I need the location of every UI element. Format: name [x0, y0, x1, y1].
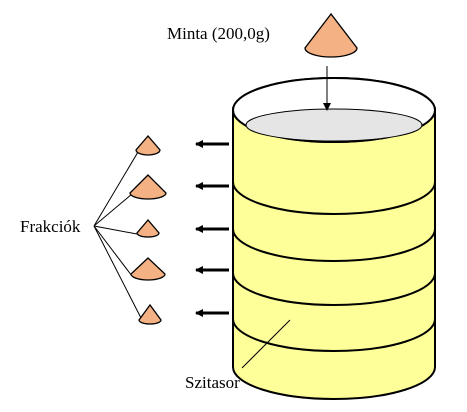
sieve-stack — [232, 77, 436, 400]
fraction-pile-icon — [136, 218, 160, 238]
sample-pile-icon — [304, 12, 358, 58]
fractions-label: Frakciók — [20, 217, 81, 236]
fraction-arrows — [195, 140, 229, 317]
sample-label: Minta (200,0g) — [167, 24, 270, 43]
fraction-leader-lines — [93, 151, 142, 319]
fraction-piles — [129, 135, 167, 325]
sieve-tier-line — [232, 228, 436, 262]
sieve-tier-line — [232, 318, 436, 352]
sieve-top-opening — [245, 108, 423, 142]
sieve-stack-label: Szitasor — [185, 373, 240, 392]
fraction-pile-icon — [129, 174, 167, 200]
sieve-tier-line — [232, 181, 436, 215]
sieve-leader-line — [241, 319, 291, 369]
fraction-pile-icon — [130, 257, 166, 281]
fraction-pile-icon — [135, 135, 161, 156]
sieve-tier-line — [232, 272, 436, 306]
fraction-pile-icon — [138, 303, 162, 325]
